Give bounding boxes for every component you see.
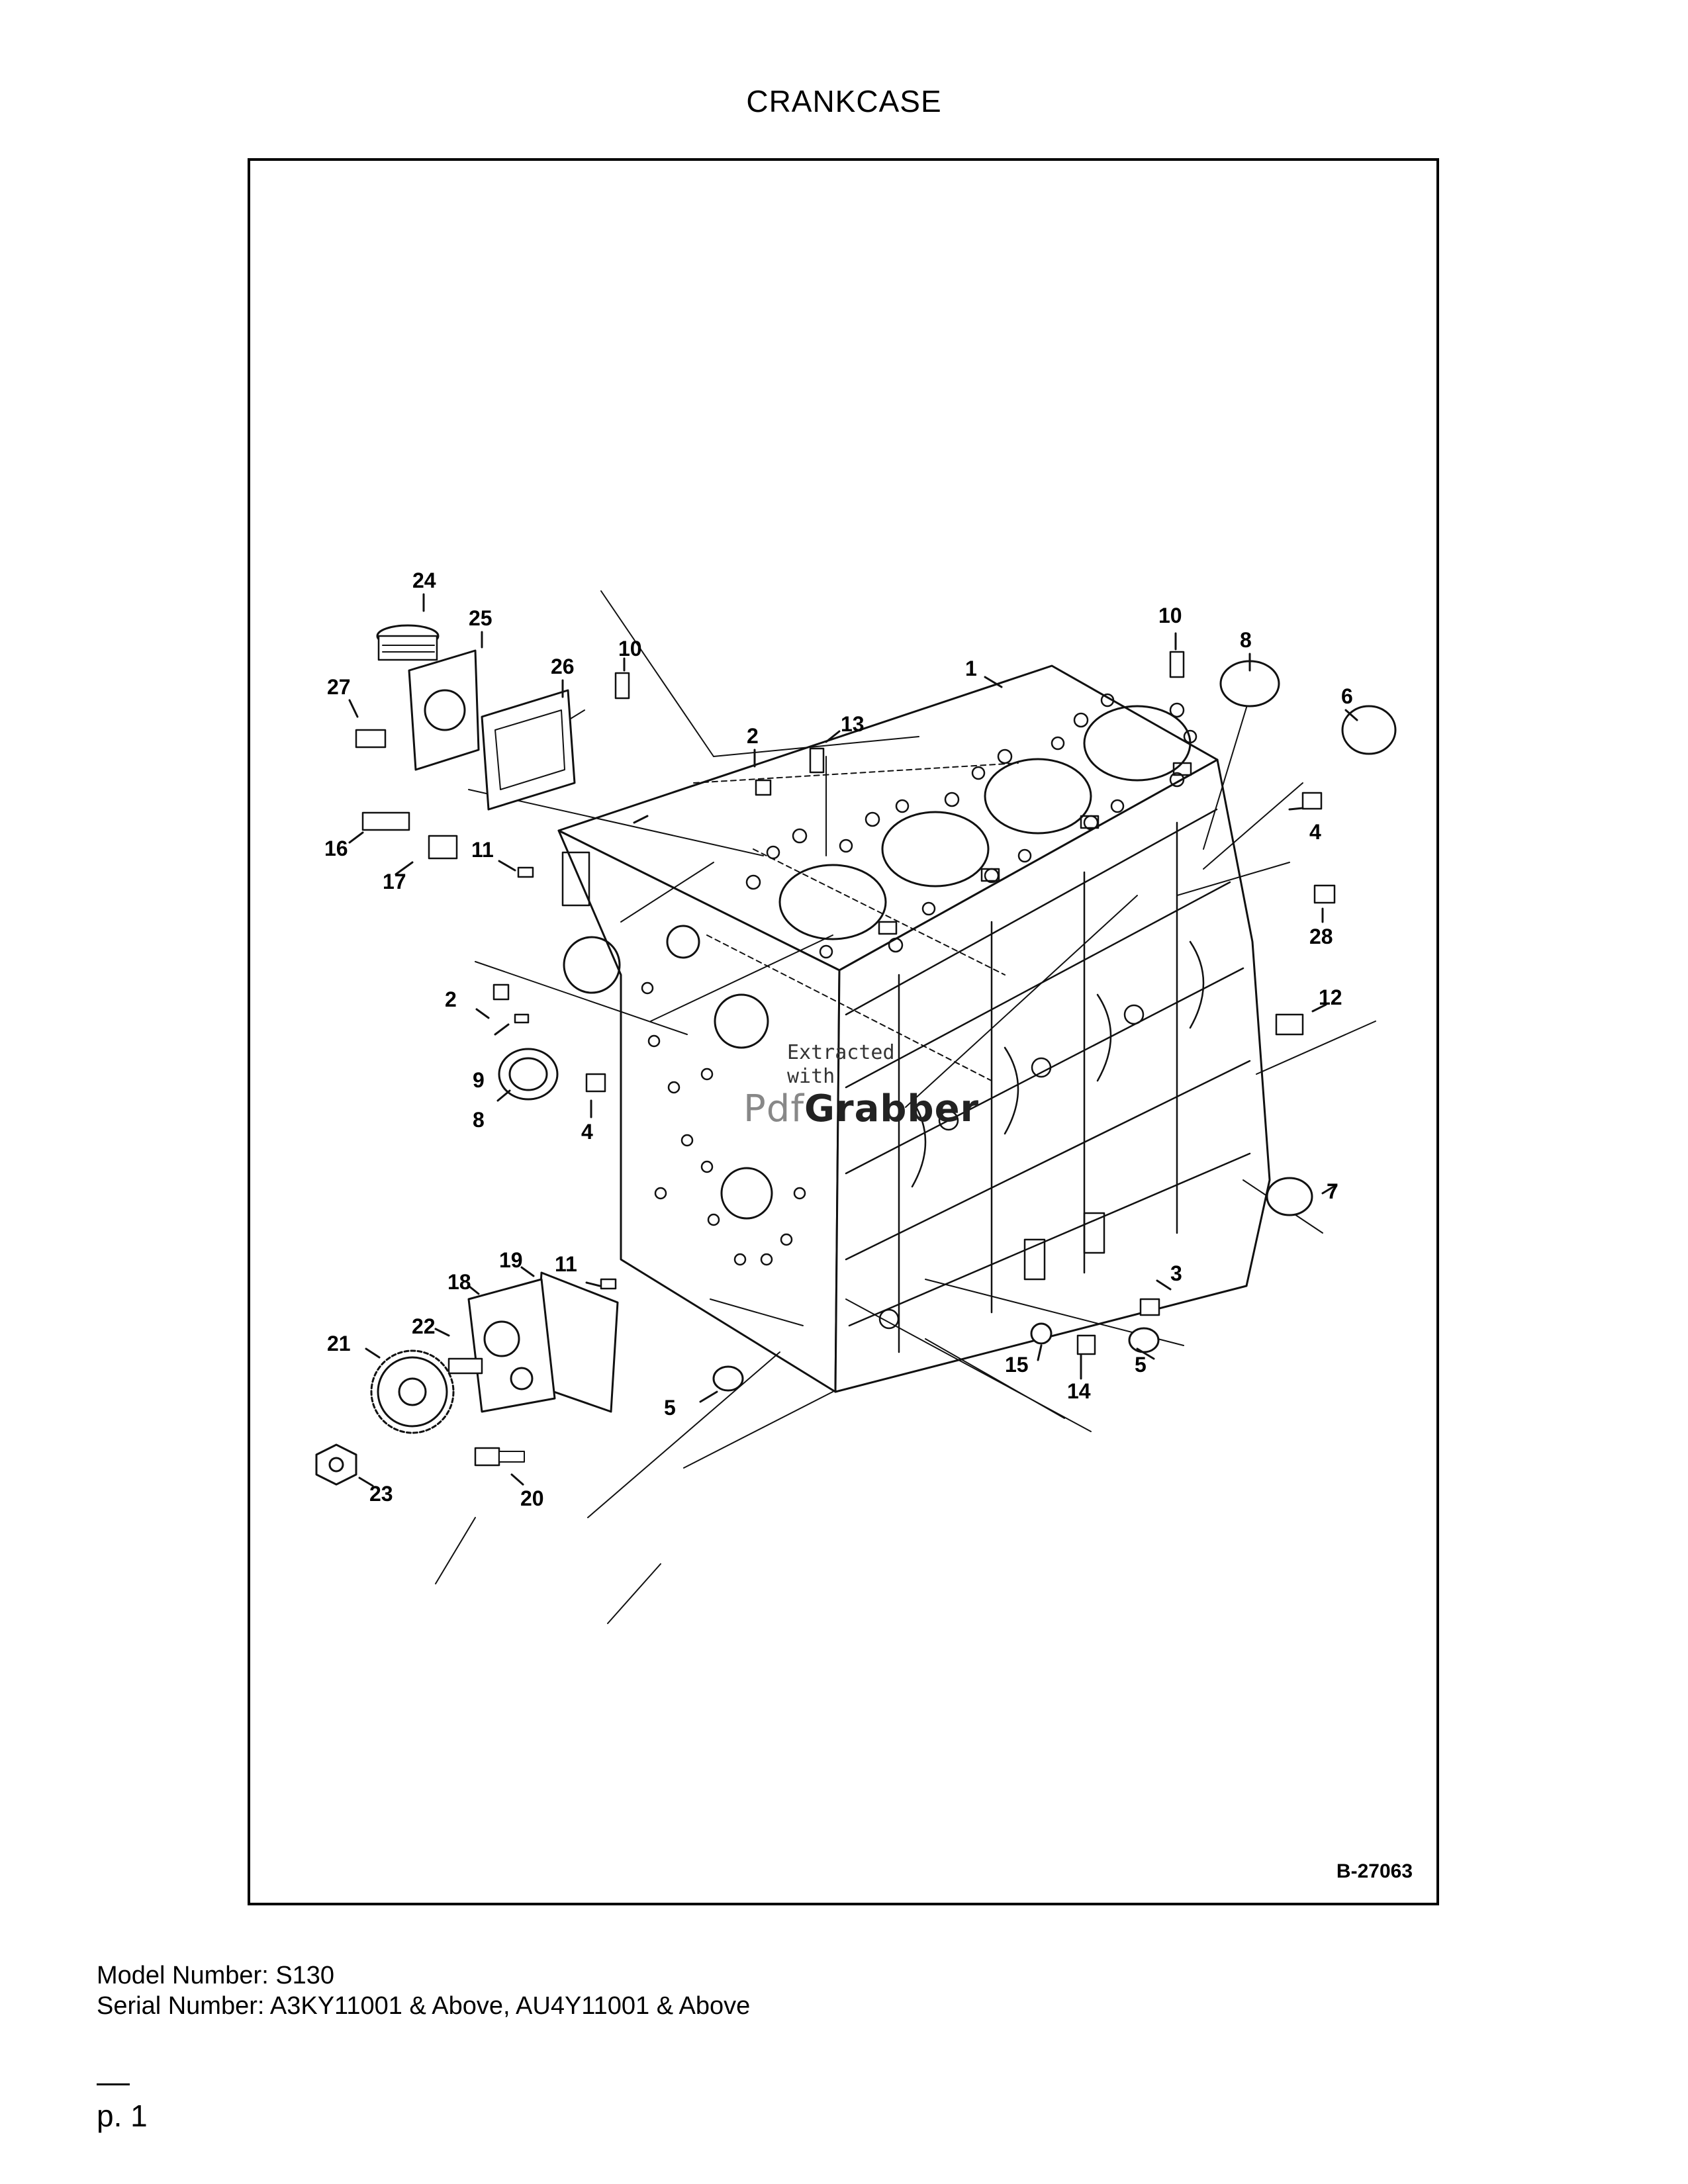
leader-lines (435, 590, 1376, 1624)
callout-8: 8 (473, 1108, 485, 1132)
callout-labels: 1 2 2 3 4 4 5 5 6 7 8 8 9 10 10 11 11 12… (324, 569, 1353, 1510)
callout-5: 5 (664, 1396, 676, 1420)
page-rule (97, 2083, 130, 2085)
callout-1: 1 (965, 657, 977, 680)
callout-26: 26 (551, 655, 575, 678)
callout-6: 6 (1341, 684, 1353, 708)
callout-22: 22 (412, 1314, 436, 1338)
callout-13: 13 (841, 712, 865, 736)
figure-id: B-27063 (1336, 1860, 1413, 1882)
callout-27: 27 (327, 675, 351, 699)
model-number: Model Number: S130 (97, 1962, 335, 1989)
callout-4: 4 (581, 1120, 593, 1144)
callout-15: 15 (1005, 1353, 1029, 1377)
callout-17: 17 (383, 870, 406, 893)
callout-11: 11 (555, 1252, 577, 1276)
small-parts (355, 624, 1397, 1392)
callout-ticks (348, 593, 1358, 1487)
watermark-brand-grabber: Grabber (804, 1087, 980, 1130)
callout-24: 24 (412, 569, 436, 592)
engine-block (557, 664, 1271, 1393)
page-title: CRANKCASE (746, 84, 942, 118)
callout-2: 2 (445, 987, 457, 1011)
callout-19: 19 (499, 1248, 523, 1272)
callout-7: 7 (1327, 1179, 1338, 1203)
oil-pump-assembly (315, 1271, 619, 1486)
callout-18: 18 (447, 1270, 471, 1294)
watermark-brand: PdfGrabber (743, 1089, 982, 1130)
pdfgrabber-watermark: Extracted with PdfGrabber (743, 1041, 982, 1130)
callout-9: 9 (473, 1068, 485, 1092)
callout-20: 20 (520, 1486, 544, 1510)
page-number: p. 1 (97, 2099, 148, 2133)
callout-10: 10 (618, 637, 642, 660)
callout-25: 25 (469, 606, 492, 630)
crankcase-exploded-diagram: 1 2 2 3 4 4 5 5 6 7 8 8 9 10 10 11 11 12… (315, 569, 1397, 1624)
callout-23: 23 (369, 1482, 393, 1506)
diagram-frame: 1 2 2 3 4 4 5 5 6 7 8 8 9 10 10 11 11 12… (248, 158, 1439, 1905)
callout-14: 14 (1067, 1379, 1091, 1403)
watermark-brand-pdf: Pdf (743, 1087, 805, 1130)
callout-5: 5 (1135, 1353, 1147, 1377)
callout-4: 4 (1309, 820, 1321, 844)
callout-21: 21 (327, 1332, 351, 1355)
callout-10: 10 (1158, 604, 1182, 627)
callout-28: 28 (1309, 925, 1333, 948)
watermark-line-1: Extracted (787, 1041, 895, 1064)
callout-12: 12 (1319, 985, 1342, 1009)
callout-3: 3 (1170, 1261, 1182, 1285)
callout-11: 11 (471, 838, 494, 862)
callout-16: 16 (324, 837, 348, 860)
callout-2: 2 (747, 724, 759, 748)
callout-8: 8 (1240, 628, 1252, 652)
watermark-line-2: with (787, 1065, 835, 1088)
serial-number: Serial Number: A3KY11001 & Above, AU4Y11… (97, 1992, 751, 2020)
model-serial-info: Model Number: S130 Serial Number: A3KY11… (97, 1960, 750, 2021)
